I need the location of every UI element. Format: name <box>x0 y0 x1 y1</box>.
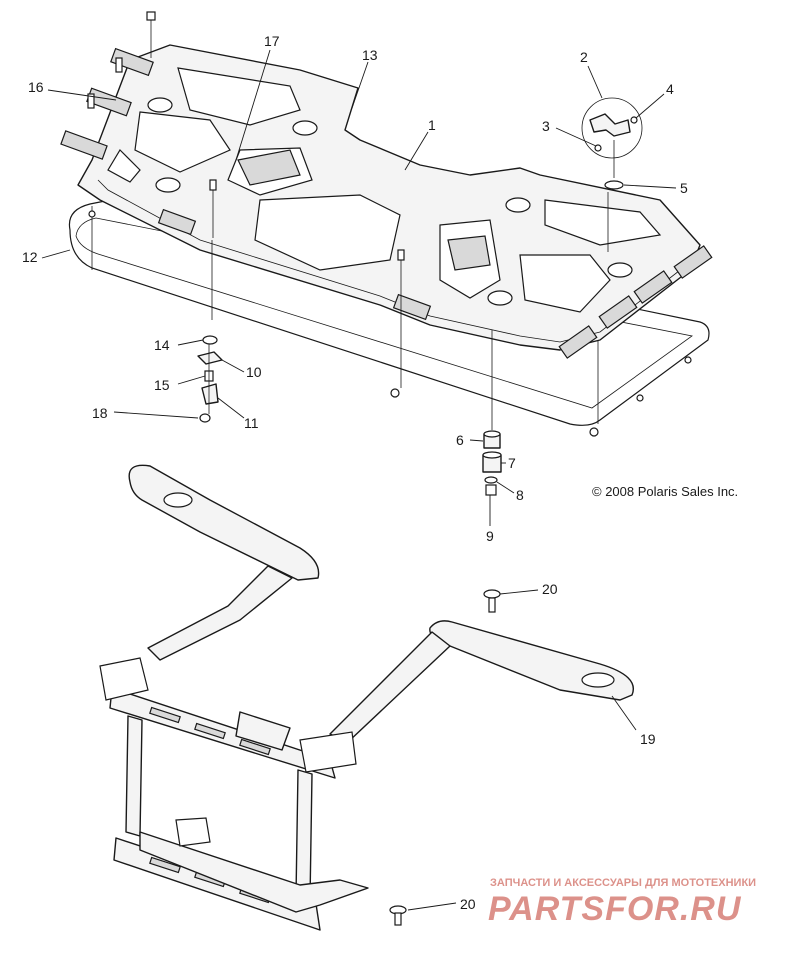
watermark-logo: PARTSFOR.RU <box>488 890 742 928</box>
callout-13: 13 <box>362 47 378 63</box>
latch-assembly <box>581 97 643 252</box>
callout-5: 5 <box>680 180 688 196</box>
callout-20-upper: 20 <box>542 581 558 597</box>
mount-stack-left <box>197 335 223 423</box>
watermark: ЗАПЧАСТИ И АКСЕССУАРЫ ДЛЯ МОТОТЕХНИКИ PA… <box>488 877 756 928</box>
callout-15: 15 <box>154 377 170 393</box>
callout-12: 12 <box>22 249 38 265</box>
rack-tray <box>60 44 713 359</box>
leader-lines <box>41 49 677 911</box>
callout-4: 4 <box>666 81 674 97</box>
copyright-notice: © 2008 Polaris Sales Inc. <box>592 484 738 499</box>
callout-11: 11 <box>244 415 259 431</box>
callout-17: 17 <box>264 33 280 49</box>
callout-20-lower: 20 <box>460 896 476 912</box>
callout-3: 3 <box>542 118 550 134</box>
callout-7: 7 <box>508 455 516 471</box>
callout-16: 16 <box>28 79 44 95</box>
frame-feet <box>88 210 692 437</box>
watermark-caption: ЗАПЧАСТИ И АКСЕССУАРЫ ДЛЯ МОТОТЕХНИКИ <box>490 877 756 889</box>
support-frame <box>99 464 634 931</box>
callout-6: 6 <box>456 432 464 448</box>
mount-stack-right <box>482 430 502 496</box>
callouts: 1 2 3 4 5 6 7 8 9 10 11 12 13 14 15 16 1… <box>22 33 688 912</box>
callout-1: 1 <box>428 117 436 133</box>
callout-14: 14 <box>154 337 170 353</box>
screws-20 <box>389 589 501 926</box>
bolts-top <box>87 11 405 300</box>
callout-2: 2 <box>580 49 588 65</box>
callout-8: 8 <box>516 487 524 503</box>
callout-9: 9 <box>486 528 494 544</box>
callout-10: 10 <box>246 364 262 380</box>
callout-19: 19 <box>640 731 656 747</box>
callout-18: 18 <box>92 405 108 421</box>
